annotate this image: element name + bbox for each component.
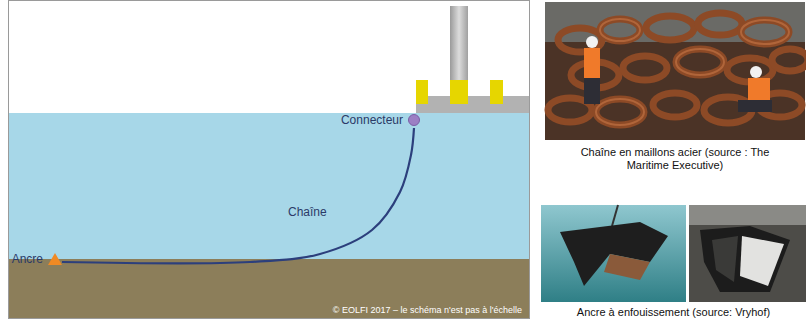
node-label: Connecteur [341, 112, 403, 128]
float-platform [416, 96, 529, 113]
panel-border [9, 1, 530, 319]
seabed [8, 259, 530, 319]
anchor-photo [689, 205, 806, 302]
float-column [450, 80, 468, 104]
float-column [490, 80, 503, 104]
chain-photo [545, 2, 806, 140]
mooring-chain [62, 128, 414, 263]
connector-symbol [408, 114, 420, 126]
anchor-node: Ancre [12, 251, 62, 267]
node-label: Ancre [12, 251, 43, 267]
copyright-note: © EOLFI 2017 – le schéma n'est pas à l'é… [333, 305, 522, 315]
photo-caption: Ancre à enfouissement (source: Vryhof) [541, 306, 806, 319]
float-column [416, 80, 428, 104]
turbine-tower [450, 6, 468, 92]
water [8, 113, 530, 259]
anchor-symbol [48, 253, 62, 265]
sky [8, 0, 530, 113]
connector-node: Connecteur [341, 112, 420, 128]
chain-label: Chaîne [288, 204, 327, 220]
photo-caption: Chaîne en maillons acier (source : The M… [575, 146, 775, 172]
anchor-photo [541, 205, 686, 302]
